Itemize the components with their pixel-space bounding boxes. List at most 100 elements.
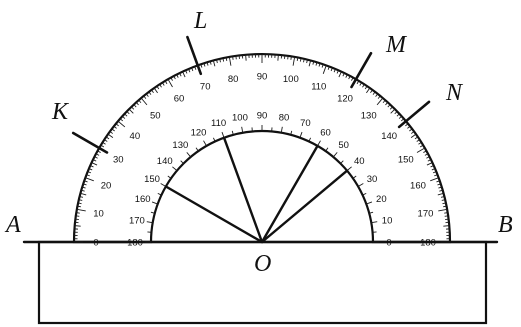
inner-tick xyxy=(299,131,303,138)
outer-tick xyxy=(407,125,411,129)
outer-tick xyxy=(77,205,81,208)
outer-tick xyxy=(377,95,381,99)
outer-tick xyxy=(364,85,368,90)
inner-tick xyxy=(180,160,184,164)
outer-tick xyxy=(432,171,437,174)
outer-tick xyxy=(191,67,194,72)
inner-scale-label: 40 xyxy=(354,156,365,167)
point-L-label: L xyxy=(193,8,207,34)
inner-scale-label: 100 xyxy=(232,112,248,123)
inner-scale-label: 10 xyxy=(382,215,393,226)
inner-tick xyxy=(362,192,367,196)
outer-tick xyxy=(426,162,433,166)
outer-tick xyxy=(389,106,393,110)
outer-tick xyxy=(156,85,160,90)
outer-tick xyxy=(121,115,126,119)
outer-tick xyxy=(414,136,419,140)
outer-tick xyxy=(443,225,450,227)
outer-tick xyxy=(104,139,108,142)
inner-tick xyxy=(371,221,378,224)
inner-scale-label: 110 xyxy=(211,118,226,129)
outer-tick xyxy=(143,95,147,99)
outer-scale-label: 120 xyxy=(337,94,353,105)
outer-scale-label: 80 xyxy=(228,74,239,85)
outer-tick xyxy=(95,153,100,156)
outer-tick xyxy=(387,104,391,108)
outer-scale-label: 150 xyxy=(398,155,414,166)
outer-tick xyxy=(164,80,168,85)
outer-tick xyxy=(430,177,439,182)
outer-tick xyxy=(292,56,296,66)
inner-scale-label: 30 xyxy=(367,174,378,185)
outer-tick xyxy=(312,61,315,65)
outer-tick xyxy=(375,93,379,97)
outer-tick xyxy=(322,65,327,74)
outer-tick xyxy=(185,70,188,74)
outer-tick xyxy=(356,80,360,85)
outer-tick xyxy=(308,60,312,67)
outer-tick xyxy=(135,101,139,106)
outer-tick xyxy=(398,115,403,119)
outer-scale-label: 140 xyxy=(381,131,397,142)
outer-tick xyxy=(303,58,305,63)
outer-tick xyxy=(434,174,438,177)
inner-scale-label: 80 xyxy=(279,112,290,123)
outer-tick xyxy=(348,75,351,80)
inner-tick xyxy=(167,175,172,179)
outer-tick xyxy=(290,56,292,60)
outer-tick xyxy=(410,131,415,134)
outer-tick xyxy=(443,205,447,208)
inner-tick xyxy=(366,201,373,205)
outer-tick xyxy=(296,57,299,61)
point-B-label: B xyxy=(498,212,513,238)
ray-pointers xyxy=(71,35,431,154)
inner-tick xyxy=(352,175,357,179)
outer-tick xyxy=(131,106,135,110)
outer-tick xyxy=(245,54,247,61)
outer-tick xyxy=(410,133,417,138)
inner-scale-label: 130 xyxy=(172,140,188,151)
inner-tick xyxy=(369,211,374,214)
inner-tick xyxy=(325,147,329,152)
outer-tick xyxy=(182,71,186,78)
outer-tick xyxy=(153,87,158,94)
outer-tick xyxy=(100,144,105,148)
outer-tick xyxy=(88,168,93,171)
outer-tick xyxy=(426,156,430,159)
outer-tick xyxy=(212,60,216,67)
outer-tick xyxy=(306,59,308,64)
outer-tick xyxy=(409,128,413,132)
outer-tick xyxy=(133,104,137,108)
inner-scale-label: 90 xyxy=(257,111,268,122)
inner-tick xyxy=(195,147,199,152)
outer-tick xyxy=(81,189,85,192)
outer-scale-label: 160 xyxy=(410,181,426,192)
outer-tick xyxy=(105,136,110,140)
outer-tick xyxy=(80,192,87,196)
outer-tick xyxy=(115,123,119,127)
outer-tick xyxy=(345,74,348,78)
outer-tick xyxy=(225,57,228,61)
outer-tick xyxy=(159,84,162,88)
outer-tick xyxy=(416,139,420,142)
outer-scale-label: 50 xyxy=(150,110,161,121)
outer-tick xyxy=(418,141,422,145)
outer-tick xyxy=(138,99,142,104)
outer-tick xyxy=(438,208,448,212)
outer-tick xyxy=(318,63,321,67)
outer-tick xyxy=(219,58,221,63)
outer-scale-label: 20 xyxy=(101,181,112,192)
outer-tick xyxy=(342,72,345,77)
inner-tick xyxy=(290,130,293,135)
outer-tick xyxy=(84,180,88,183)
outer-tick xyxy=(419,144,424,148)
outer-tick xyxy=(151,89,154,94)
outer-tick xyxy=(372,91,376,95)
outer-tick xyxy=(74,225,81,227)
outer-tick xyxy=(140,97,148,106)
inner-tick xyxy=(212,137,216,142)
outer-tick xyxy=(203,63,206,67)
outer-tick xyxy=(232,56,234,60)
